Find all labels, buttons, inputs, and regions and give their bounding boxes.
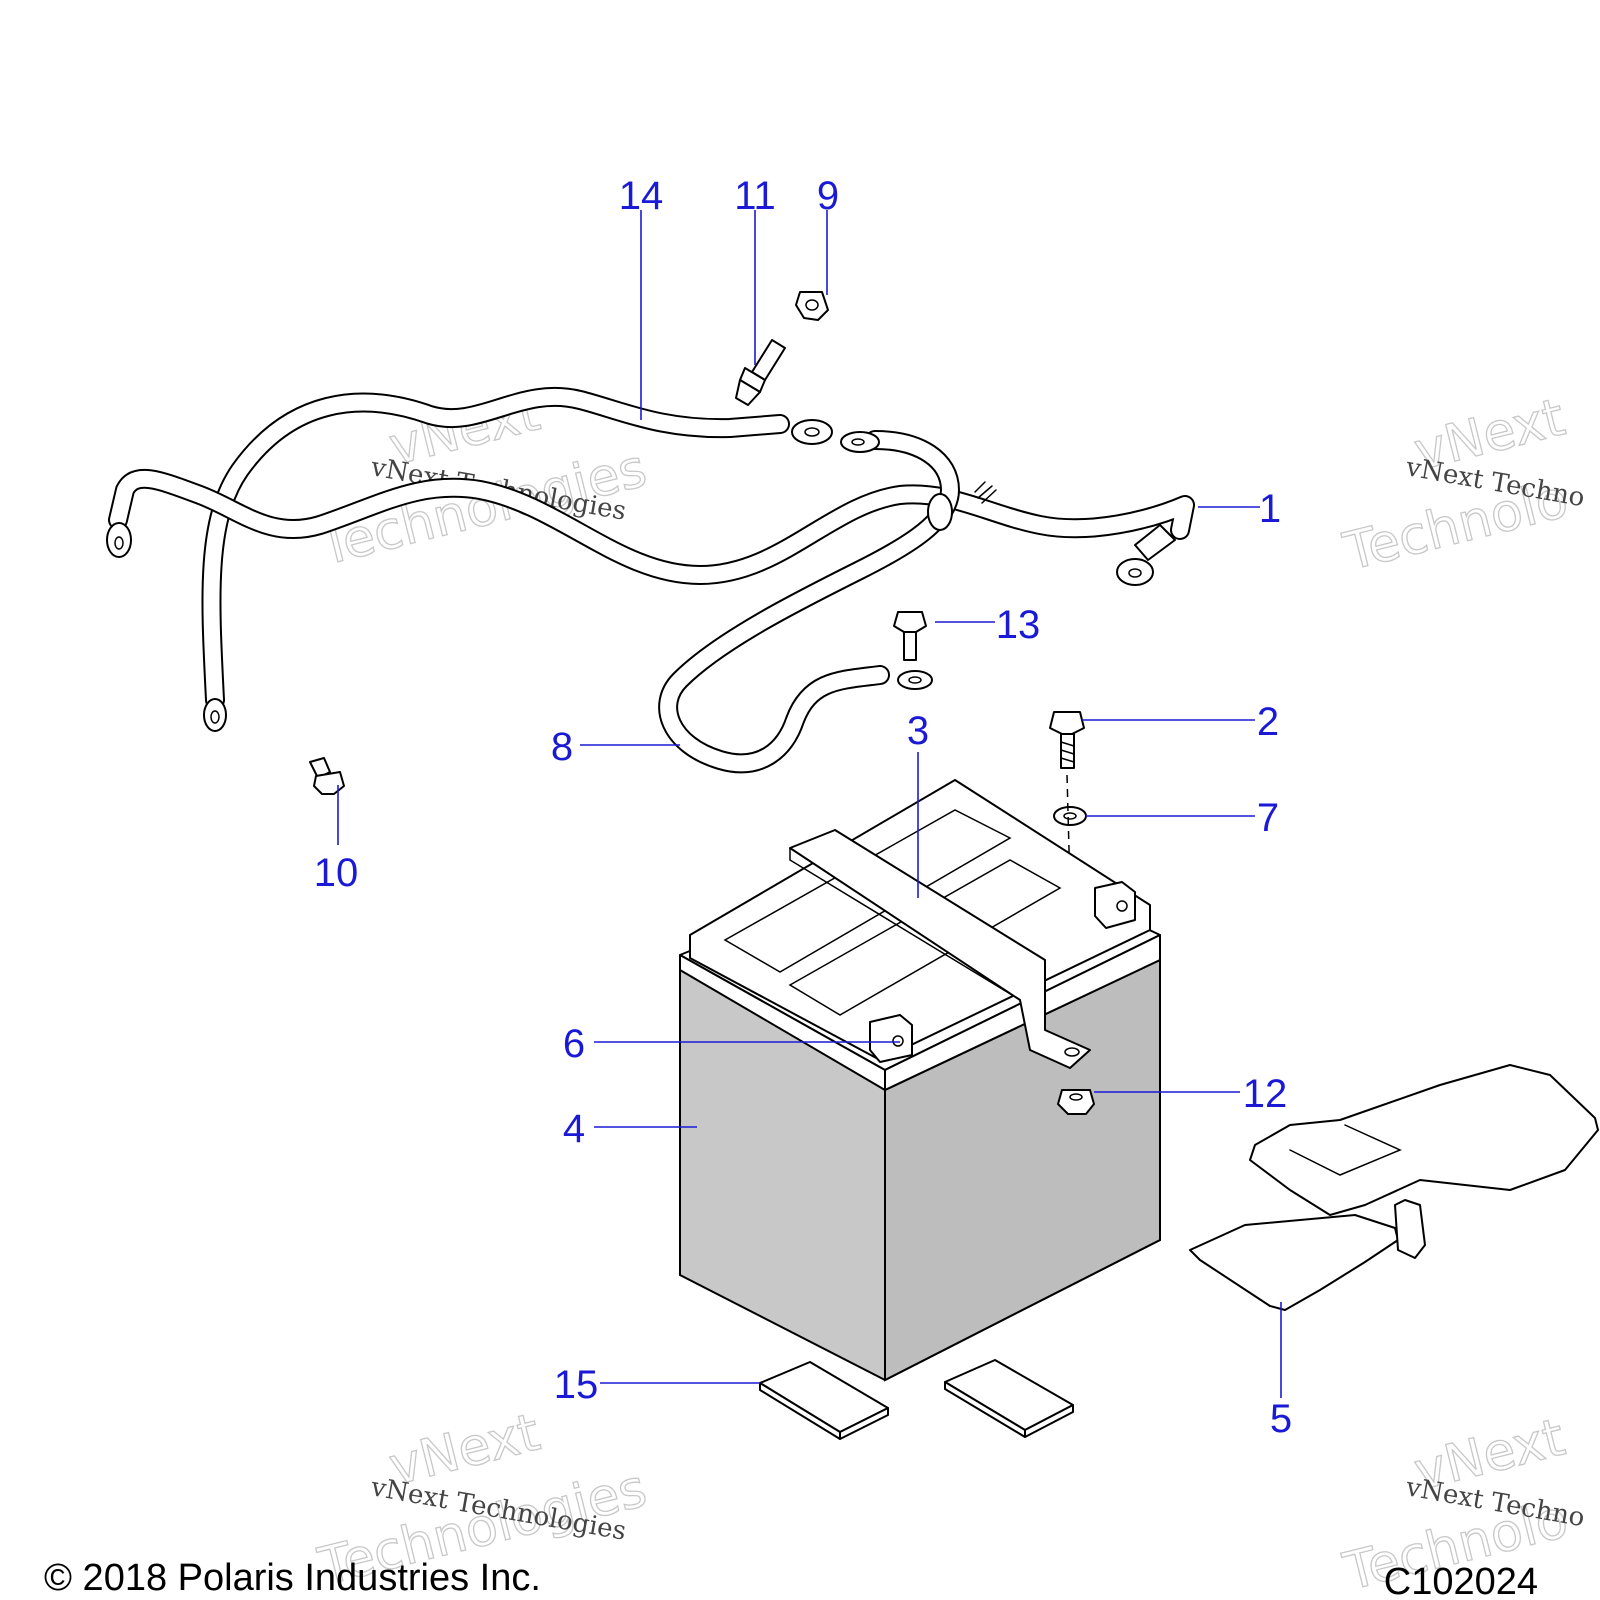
callout-15: 15 — [554, 1363, 599, 1407]
leader-lines — [337, 210, 1282, 1398]
callout-6: 6 — [563, 1022, 585, 1066]
diagram-code: C102024 — [1384, 1561, 1538, 1600]
callout-labels: 14 11 9 1 13 2 7 8 3 10 6 4 12 15 5 — [314, 174, 1292, 1441]
part-1-cable — [106, 468, 1195, 586]
callout-2: 2 — [1257, 700, 1279, 744]
callout-14: 14 — [619, 174, 664, 218]
part-12-nut — [1057, 1089, 1095, 1115]
part-11-push-pin — [735, 339, 786, 406]
copyright-text: © 2018 Polaris Industries Inc. — [44, 1557, 541, 1599]
callout-10: 10 — [314, 851, 359, 895]
watermark-top-right: vNext Technolo vNext Techno — [1337, 387, 1587, 584]
callout-13: 13 — [996, 603, 1041, 647]
callout-12: 12 — [1243, 1072, 1288, 1116]
callout-4: 4 — [563, 1107, 585, 1151]
part-2-bolt — [1049, 711, 1085, 769]
callout-11: 11 — [734, 174, 776, 218]
callout-9: 9 — [817, 174, 839, 218]
part-4-battery — [679, 779, 1161, 1382]
part-15-pad-right — [944, 1359, 1074, 1438]
callout-7: 7 — [1257, 796, 1279, 840]
part-7-washer — [1053, 806, 1087, 826]
callout-5: 5 — [1270, 1397, 1292, 1441]
part-10-bolt — [309, 757, 345, 795]
part-6-terminal-negative — [1094, 881, 1136, 929]
part-14-cable — [201, 386, 833, 732]
part-9-nut — [795, 291, 829, 321]
callout-3: 3 — [907, 709, 929, 753]
part-15-pad-left — [759, 1361, 889, 1440]
part-5-bracket — [1189, 1064, 1599, 1311]
part-8-cable — [658, 430, 960, 774]
part-3-hold-down-strap — [789, 829, 1091, 1069]
part-13-bolt — [893, 611, 927, 661]
callout-1: 1 — [1259, 487, 1281, 531]
part-6-terminal-positive — [869, 1014, 913, 1063]
callout-8: 8 — [551, 725, 573, 769]
